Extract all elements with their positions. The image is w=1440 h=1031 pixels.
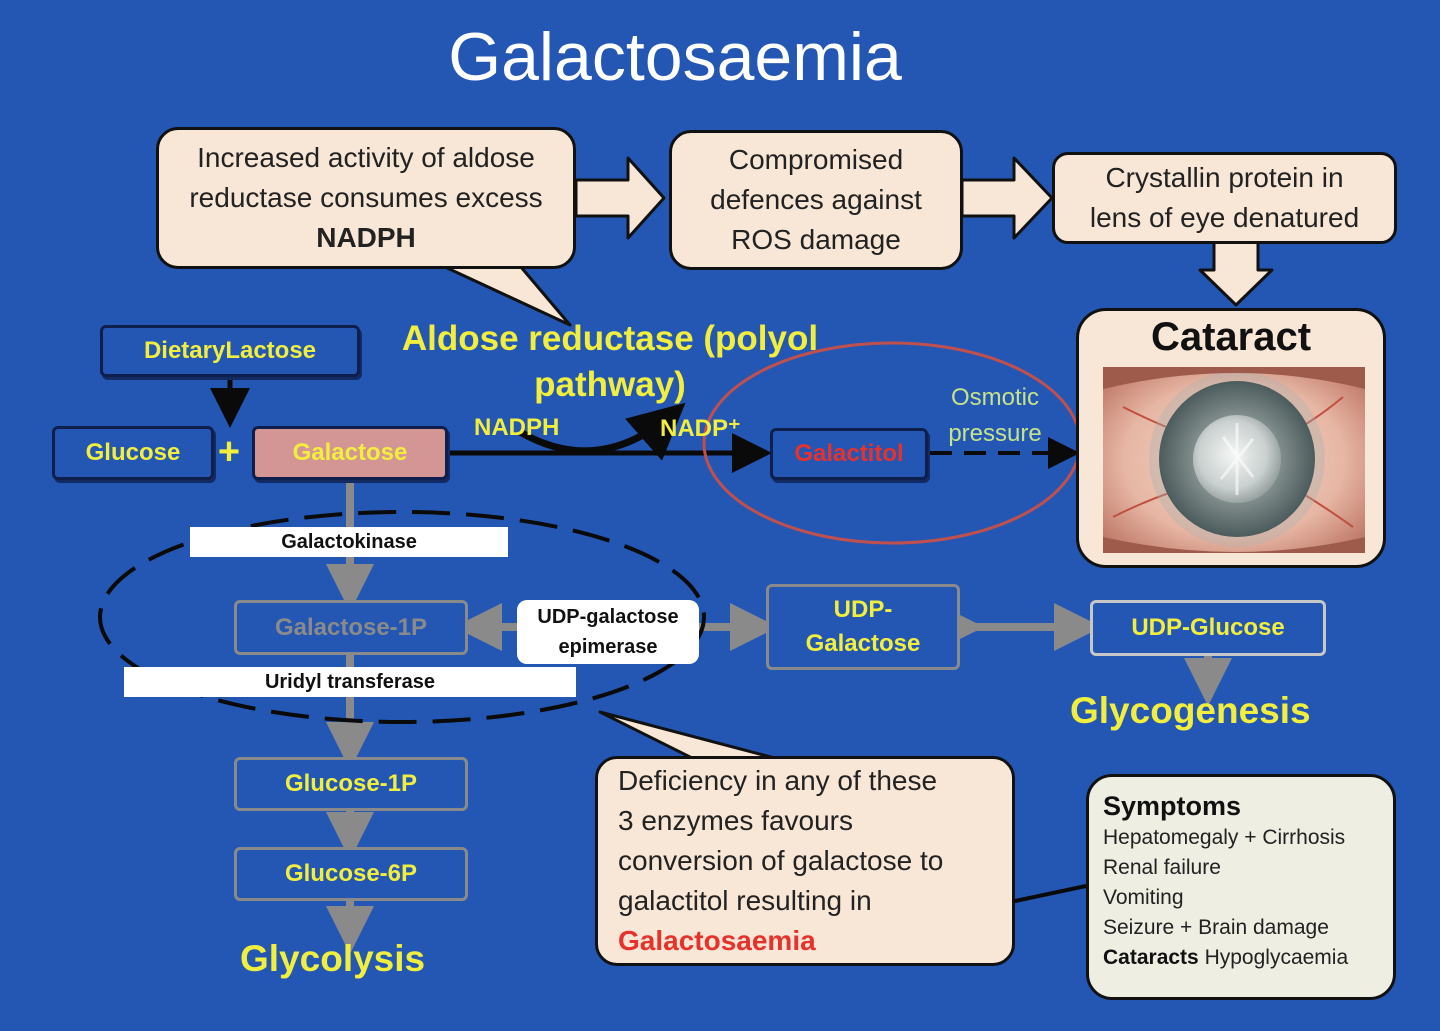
symptoms-title: Symptoms bbox=[1103, 791, 1242, 821]
deficiency-callout-line4: galactitol resulting in bbox=[618, 885, 872, 916]
nadph-label: NADPH bbox=[474, 414, 560, 441]
block-arrow-down bbox=[1198, 240, 1274, 307]
symptom-item: Seizure + Brain damage bbox=[1103, 916, 1329, 939]
ros-callout-line1: Compromised bbox=[728, 144, 904, 175]
deficiency-callout-line2: 3 enzymes favours bbox=[618, 805, 853, 836]
uridyl-transferase-label: Uridyl transferase bbox=[124, 667, 576, 697]
crystallin-callout: Crystallin protein in lens of eye denatu… bbox=[1052, 152, 1397, 244]
galactose-1p-node: Galactose-1P bbox=[234, 600, 468, 655]
aldose-callout: Increased activity of aldose reductase c… bbox=[156, 127, 576, 269]
udp-glucose-node: UDP-Glucose bbox=[1090, 600, 1326, 656]
glycolysis-label: Glycolysis bbox=[240, 938, 426, 979]
osmotic-pressure-line2: pressure bbox=[948, 420, 1042, 447]
aldose-reductase-label-line1: Aldose reductase (polyol bbox=[401, 319, 819, 358]
aldose-reductase-label-line2: pathway) bbox=[534, 365, 686, 404]
glucose-6p-node: Glucose-6P bbox=[234, 847, 468, 901]
udp-galactose-node: UDP- Galactose bbox=[766, 584, 960, 670]
nadp-label: NADP⁺ bbox=[660, 415, 741, 442]
symptom-hypoglycaemia: Hypoglycaemia bbox=[1204, 946, 1349, 969]
aldose-callout-line1: Increased activity of aldose bbox=[197, 142, 535, 173]
ros-callout-line2: defences against bbox=[710, 184, 922, 215]
osmotic-pressure-line1: Osmotic bbox=[950, 384, 1039, 411]
glucose-1p-node: Glucose-1P bbox=[234, 757, 468, 811]
enzyme-dashed-ellipse bbox=[98, 510, 706, 724]
cataract-title: Cataract bbox=[1150, 315, 1312, 359]
udp-galactose-line1: UDP- bbox=[833, 596, 893, 623]
galactose-node: Galactose bbox=[252, 426, 448, 480]
galactokinase-label: Galactokinase bbox=[190, 527, 508, 557]
udp-galactose-line2: Galactose bbox=[805, 630, 921, 657]
symptom-item: Hepatomegaly + Cirrhosis bbox=[1103, 826, 1346, 849]
deficiency-callout-tail bbox=[598, 710, 792, 764]
cataract-eye-image bbox=[1103, 367, 1365, 553]
plus-sign: + bbox=[217, 431, 241, 473]
ros-callout-line3: ROS damage bbox=[731, 224, 901, 255]
page-title: Galactosaemia bbox=[448, 19, 902, 95]
dietary-lactose-node: DietaryLactose bbox=[100, 325, 360, 377]
glucose-node: Glucose bbox=[52, 426, 214, 480]
epimerase-label: UDP-galactose epimerase bbox=[517, 600, 699, 664]
crystallin-callout-line1: Crystallin protein in bbox=[1105, 162, 1344, 193]
deficiency-callout-line1: Deficiency in any of these bbox=[618, 765, 938, 796]
osmotic-pressure-label: Osmotic pressure bbox=[932, 380, 1058, 452]
epimerase-label-line1: UDP-galactose bbox=[537, 606, 679, 628]
galactitol-node: Galactitol bbox=[770, 428, 928, 480]
epimerase-label-line2: epimerase bbox=[558, 636, 658, 658]
cataract-panel: Cataract bbox=[1076, 308, 1386, 568]
nadph-curve bbox=[518, 402, 686, 461]
glycogenesis-label: Glycogenesis bbox=[1070, 690, 1311, 731]
ros-callout: Compromised defences against ROS damage bbox=[669, 130, 963, 270]
aldose-callout-line2: reductase consumes excess bbox=[189, 182, 543, 213]
block-arrow-1 bbox=[574, 156, 666, 240]
deficiency-callout-line3: conversion of galactose to bbox=[618, 845, 944, 876]
symptom-item-last: Cataracts Hypoglycaemia bbox=[1103, 943, 1393, 973]
symptom-item: Vomiting bbox=[1103, 886, 1184, 909]
symptom-item: Renal failure bbox=[1103, 856, 1221, 879]
block-arrow-2 bbox=[960, 156, 1054, 240]
deficiency-callout-line5: Galactosaemia bbox=[618, 925, 816, 956]
symptom-cataracts: Cataracts bbox=[1103, 946, 1199, 969]
symptoms-box: Symptoms Hepatomegaly + Cirrhosis Renal … bbox=[1086, 774, 1396, 1000]
deficiency-callout: Deficiency in any of these 3 enzymes fav… bbox=[595, 756, 1015, 966]
crystallin-callout-line2: lens of eye denatured bbox=[1089, 202, 1360, 233]
aldose-reductase-label: Aldose reductase (polyol pathway) bbox=[390, 316, 830, 408]
aldose-callout-line3: NADPH bbox=[316, 222, 416, 253]
